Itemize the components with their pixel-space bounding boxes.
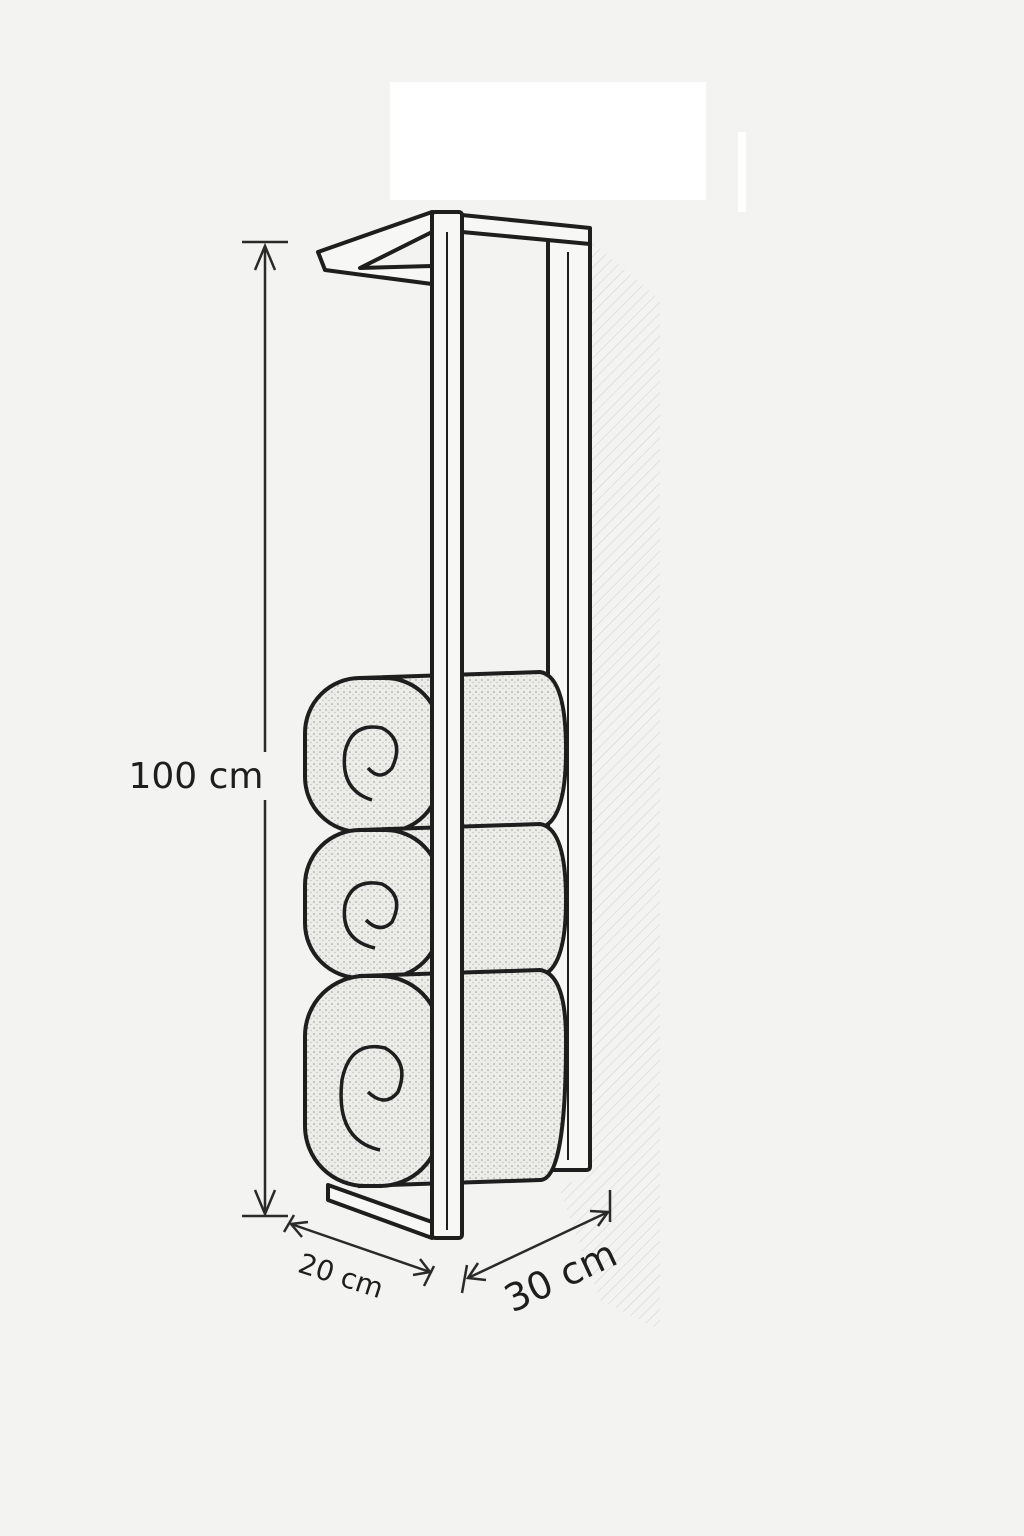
blank-label-area xyxy=(390,82,706,200)
towel-bottom xyxy=(303,967,569,1189)
height-label: 100 cm xyxy=(128,756,263,797)
height-dimension xyxy=(242,240,288,1218)
top-bracket xyxy=(316,210,434,286)
depth-dimension xyxy=(460,1190,612,1294)
bottom-tray xyxy=(326,1183,434,1240)
width-dimension xyxy=(282,1214,436,1287)
blank-mark xyxy=(738,132,746,212)
wall-shadow xyxy=(560,240,660,1330)
width-label: 20 cm xyxy=(294,1247,387,1305)
depth-label: 30 cm xyxy=(498,1231,624,1321)
